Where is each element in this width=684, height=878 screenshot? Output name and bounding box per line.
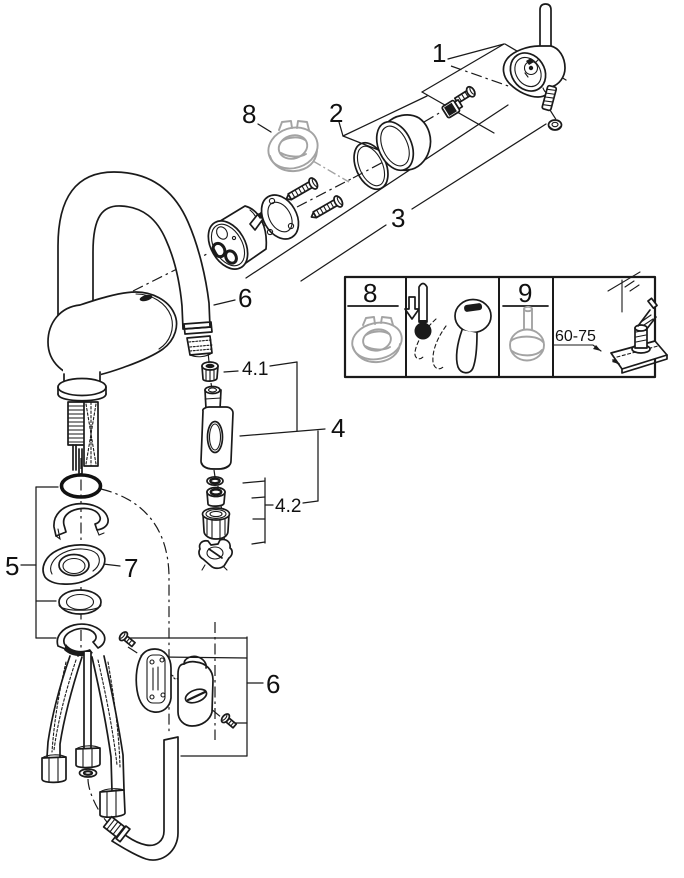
inset-label-9: 9 — [518, 278, 532, 308]
mounting-set — [42, 473, 109, 659]
escutcheon-assembly — [353, 114, 432, 191]
handle-adapter — [441, 99, 464, 119]
base-o-ring — [59, 473, 103, 499]
mounting-clamp — [56, 623, 106, 659]
center-pipe — [75, 651, 101, 778]
leader-lines — [20, 43, 567, 757]
handle-pin — [539, 3, 552, 48]
handle-nut — [547, 119, 563, 131]
down-arrow-icon — [404, 296, 420, 320]
callout-labels: 1 2 3 8 6 4.1 4 4.2 5 7 6 8 9 60-75 — [5, 38, 596, 699]
hose-nipple — [102, 815, 131, 843]
bracket-screw-bottom — [220, 713, 238, 729]
cartridge-screw-1 — [285, 177, 319, 201]
inset-panel-dimension — [553, 271, 668, 374]
part-4-2-insert — [206, 486, 226, 507]
faucet-body-spout — [47, 171, 211, 474]
bracket-half-left — [135, 648, 172, 713]
handle-stud — [541, 84, 558, 112]
inset-box — [343, 271, 668, 379]
callout-4: 4 — [331, 413, 345, 443]
inset-label-8: 8 — [363, 278, 377, 308]
supply-hoses — [41, 651, 179, 861]
hose-nut-left — [41, 754, 67, 784]
callout-2: 2 — [329, 98, 343, 128]
bracket-screw-top — [118, 631, 136, 648]
cap-tool-icon — [267, 120, 319, 173]
part-4-1 — [201, 361, 219, 382]
part-4-2-washer — [206, 475, 224, 487]
horseshoe-spacer — [53, 502, 109, 541]
stabilizer-cone — [42, 544, 106, 585]
hose-bracket-assembly — [118, 631, 238, 729]
body-top-hole — [139, 294, 153, 302]
callout-1: 1 — [432, 38, 446, 68]
gooseneck-spout — [57, 171, 211, 333]
mini-faucet-icon — [610, 297, 668, 374]
inset-panel-temperature — [404, 282, 492, 374]
callout-5: 5 — [5, 551, 19, 581]
cartridge-screw-2 — [310, 195, 344, 219]
mounting-washer — [58, 589, 102, 615]
inset-panel-mounting-tool — [502, 305, 549, 362]
inset-panel-cap-tool — [347, 305, 403, 364]
cartridge-assembly — [207, 177, 344, 270]
hose-nut-right — [99, 788, 126, 819]
spout-hose-end — [183, 321, 213, 358]
pullout-hose-tube — [102, 736, 179, 861]
part-4-2-aerator — [201, 507, 231, 540]
callout-6-bottom: 6 — [266, 669, 280, 699]
spray-head-body — [200, 385, 234, 470]
callout-6-spout: 6 — [238, 283, 252, 313]
bracket-half-right — [177, 655, 214, 727]
thermometer-icon — [414, 282, 432, 340]
callout-4-1: 4.1 — [242, 359, 268, 380]
callout-4-2: 4.2 — [275, 496, 301, 517]
lever-handle-assembly — [441, 3, 566, 131]
part-4-2-clip — [198, 538, 233, 571]
callout-7: 7 — [124, 553, 138, 583]
inset-dimension: 60-75 — [555, 328, 596, 345]
callout-3: 3 — [391, 203, 405, 233]
mounting-tool-icon — [509, 305, 545, 362]
callout-8-top: 8 — [242, 99, 256, 129]
lever-direction-icon — [414, 298, 492, 374]
spray-head-stack — [198, 361, 234, 571]
base-flange — [57, 377, 107, 397]
